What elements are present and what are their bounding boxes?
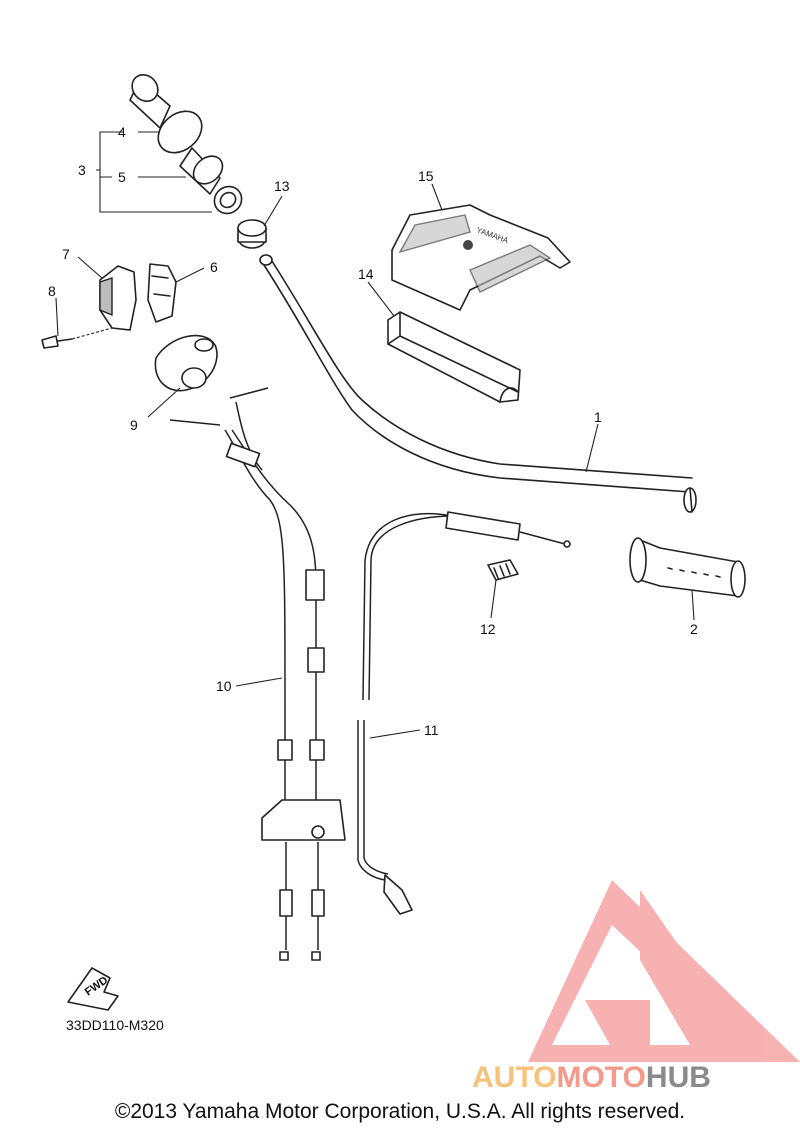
callout-8: 8 [48, 283, 56, 299]
diagram-code: 33DD110-M320 [66, 1017, 164, 1033]
clutch-cable-part [357, 511, 571, 915]
callout-10: 10 [216, 678, 232, 694]
callout-12: 12 [480, 621, 496, 637]
callout-14: 14 [358, 266, 374, 282]
watermark-hub: HUB [646, 1061, 711, 1094]
throttle-housing-part [41, 263, 177, 349]
callout-6: 6 [210, 259, 218, 275]
grip-right-part [629, 537, 746, 598]
callout-7: 7 [62, 246, 70, 262]
callout-9: 9 [130, 417, 138, 433]
callout-2: 2 [690, 621, 698, 637]
callout-4: 4 [118, 124, 126, 140]
leader-lines [55, 131, 695, 739]
watermark-wordmark: AUTOMOTOHUB [472, 1061, 711, 1094]
watermark-logo-triangle [528, 880, 800, 1062]
copyright-notice: ©2013 Yamaha Motor Corporation, U.S.A. A… [114, 1100, 686, 1123]
handlebar-pad-part [387, 311, 521, 403]
callout-5: 5 [118, 169, 126, 185]
collar-part [237, 219, 267, 249]
handlebar-pad-cover-part: YAMAHA [391, 204, 571, 311]
throttle-grip-part [129, 73, 243, 215]
callout-15: 15 [418, 168, 434, 184]
cable-cover-part [154, 334, 218, 392]
watermark-auto: AUTO [472, 1061, 556, 1094]
handlebar-part [259, 254, 697, 513]
callout-11: 11 [424, 722, 439, 738]
callout-13: 13 [274, 178, 290, 194]
callout-3: 3 [78, 162, 86, 178]
watermark-moto: MOTO [556, 1061, 645, 1094]
fwd-arrow-icon: FWD [67, 967, 119, 1011]
throttle-cable-part [169, 387, 346, 961]
callout-1: 1 [594, 409, 602, 425]
